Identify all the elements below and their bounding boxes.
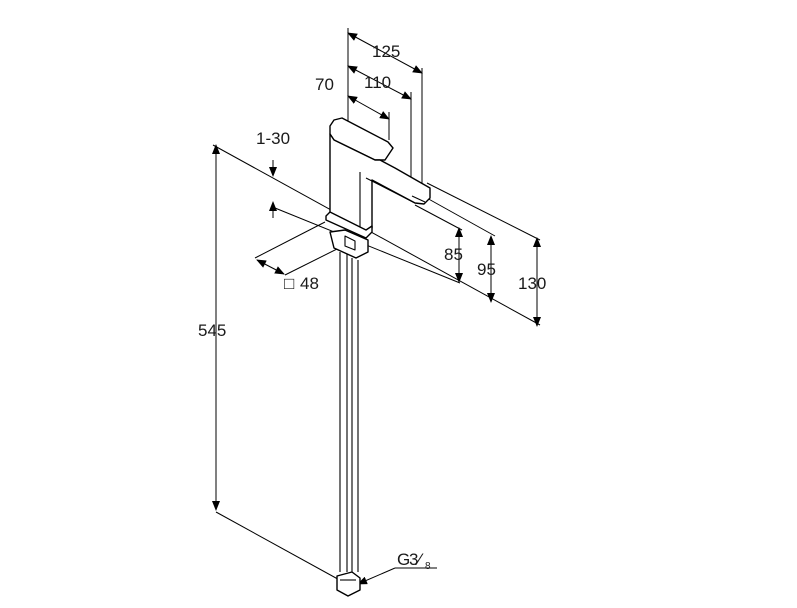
dim-110-label: 110: [364, 73, 391, 92]
dim-545-label: 545: [198, 321, 226, 340]
dim-70-label: 70: [315, 75, 334, 94]
thread-subscript-label: 8: [425, 561, 431, 572]
dim-thickness-label: 1-30: [256, 129, 290, 148]
dim-base-square-symbol: □: [284, 274, 294, 293]
dimension-labels: 125 110 70 1-30 545 85 95 130 □ 48 G 3⁄ …: [198, 42, 546, 572]
faucet-body: [325, 117, 431, 597]
thread-prefix-label: G: [397, 550, 410, 569]
dim-125-label: 125: [372, 42, 400, 61]
dim-130-label: 130: [518, 274, 546, 293]
dim-base-square-label: 48: [300, 274, 319, 293]
dimension-lines: [212, 28, 541, 585]
thread-fraction-label: 3⁄: [409, 550, 424, 569]
dim-85-label: 85: [444, 245, 463, 264]
dim-95-label: 95: [477, 260, 496, 279]
